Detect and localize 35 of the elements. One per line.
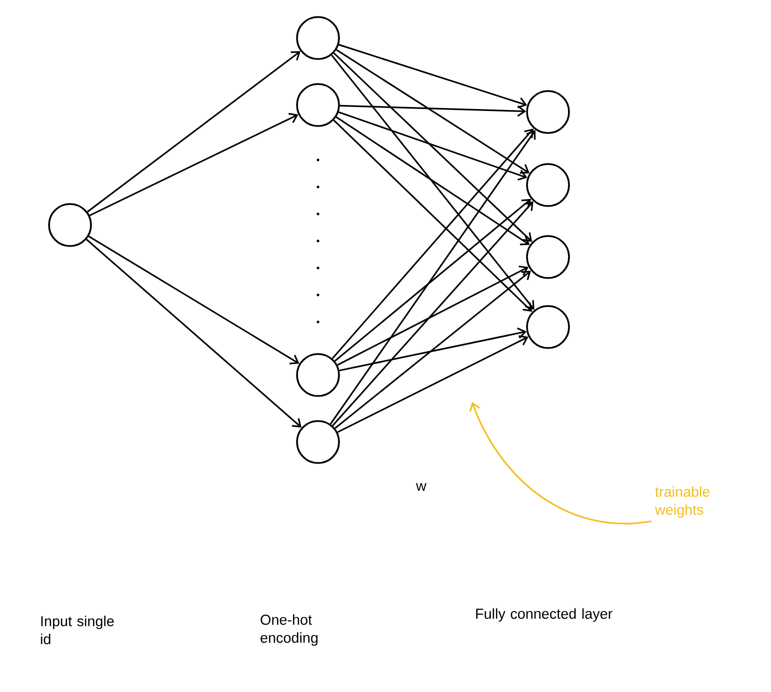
neuron-circle <box>48 203 92 247</box>
arrow <box>331 54 534 310</box>
neuron-circle <box>526 305 570 349</box>
arrow <box>339 328 527 372</box>
arrow <box>337 335 528 433</box>
annotation-text: trainable weights <box>655 486 710 518</box>
text-label: One-hot encoding <box>260 614 318 646</box>
arrow <box>87 51 301 212</box>
arrow <box>332 201 534 426</box>
text-label: Input single id <box>40 616 114 644</box>
text-label: w <box>416 483 426 491</box>
text-label: Fully connected layer <box>476 608 612 622</box>
arrow <box>336 116 530 246</box>
arrow <box>338 44 528 108</box>
neuron-circle <box>526 235 570 279</box>
arrow <box>337 266 529 366</box>
arrow <box>333 52 532 242</box>
neuron-circle <box>526 163 570 207</box>
arrow <box>338 111 528 181</box>
neuron-circle <box>296 353 340 397</box>
leader-line <box>469 402 652 524</box>
arrow <box>334 198 532 362</box>
neuron-circle <box>526 90 570 134</box>
arrow <box>333 120 532 312</box>
neuron-circle <box>296 83 340 127</box>
arrow <box>334 270 531 429</box>
arrow <box>88 236 300 364</box>
arrow <box>332 128 534 360</box>
arrow <box>89 112 298 216</box>
arrow <box>340 104 526 117</box>
arrow <box>336 49 530 174</box>
neuron-circle <box>296 420 340 464</box>
arrow <box>330 130 536 424</box>
neuron-circle <box>296 16 340 60</box>
arrow <box>86 238 302 428</box>
